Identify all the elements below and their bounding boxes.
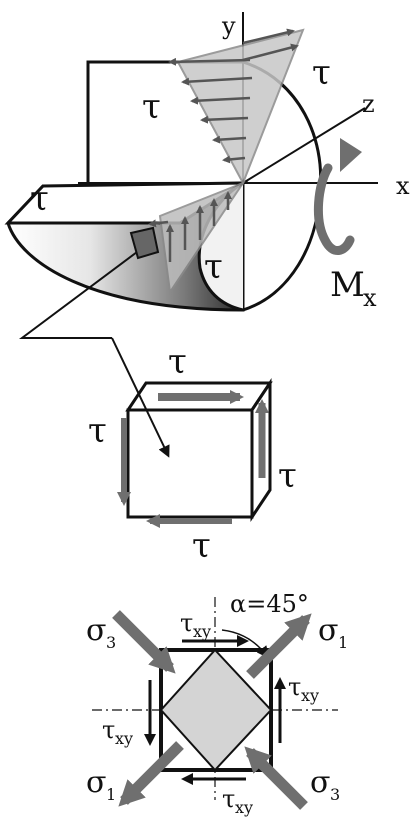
upper-shear-distribution [176, 28, 305, 186]
moment-label: M [330, 265, 365, 305]
cube-tau-bottom: τ [192, 526, 211, 566]
sigma1-top-label: σ [318, 613, 338, 648]
moment-arc-icon [313, 163, 355, 255]
sigma1-lower-arrow [118, 741, 184, 807]
sigma1-top-sub: 1 [338, 633, 348, 652]
cube-tau-left: τ [88, 411, 107, 451]
principal-stress-figure: α=45° σ 3 σ 1 σ 1 σ 3 τ xy τ xy τ xy τ x… [86, 590, 348, 817]
sigma3-top-label: σ [86, 613, 106, 648]
sigma1-bottom-label: σ [86, 765, 106, 800]
lower-shear-distribution [158, 180, 246, 295]
sigma1-bottom-sub: 1 [106, 785, 116, 804]
x-axis-label: x [396, 172, 410, 200]
moment-arrowhead-icon [340, 138, 362, 172]
z-axis [242, 107, 366, 184]
upper-shear-arrows [168, 28, 299, 164]
cube-leader-arrow [111, 337, 170, 458]
sigma3-top-sub: 3 [106, 633, 116, 652]
angle-label: α=45° [230, 590, 309, 618]
principal-diamond [159, 648, 273, 772]
moment-label-sub: x [363, 284, 377, 312]
cube-figure: τ τ τ τ [88, 337, 297, 566]
tauxy-top-sub: xy [193, 622, 211, 641]
tauxy-bottom-sub: xy [235, 798, 253, 817]
tau-lower: τ [204, 247, 223, 287]
cube-tau-right: τ [278, 456, 297, 496]
surface-element [129, 226, 160, 260]
tauxy-bottom-label: τ [222, 785, 235, 813]
tau-shaft-top: τ [30, 179, 49, 219]
sigma3-upper-arrow [112, 610, 176, 674]
tauxy-right-sub: xy [301, 686, 319, 705]
tauxy-right-label: τ [288, 673, 301, 701]
shaft-figure: y z x τ τ τ τ M x [4, 12, 410, 339]
sigma1-upper-arrow [246, 613, 312, 679]
tauxy-left-label: τ [102, 716, 115, 744]
tauxy-top-label: τ [180, 609, 193, 637]
z-axis-label: z [362, 90, 375, 118]
lower-shear-arrows [148, 191, 232, 262]
cube-tau-top: τ [168, 342, 187, 382]
tau-upper-left: τ [142, 87, 161, 127]
y-axis-label: y [221, 12, 236, 40]
tau-upper-right: τ [312, 53, 331, 93]
angle-arc [221, 629, 269, 659]
leader-line [18, 251, 138, 339]
cube-front-face [126, 408, 254, 519]
sigma3-lower-arrow [244, 746, 308, 810]
sigma3-bottom-label: σ [310, 765, 330, 800]
sigma3-bottom-sub: 3 [330, 785, 340, 804]
tauxy-left-sub: xy [115, 729, 133, 748]
